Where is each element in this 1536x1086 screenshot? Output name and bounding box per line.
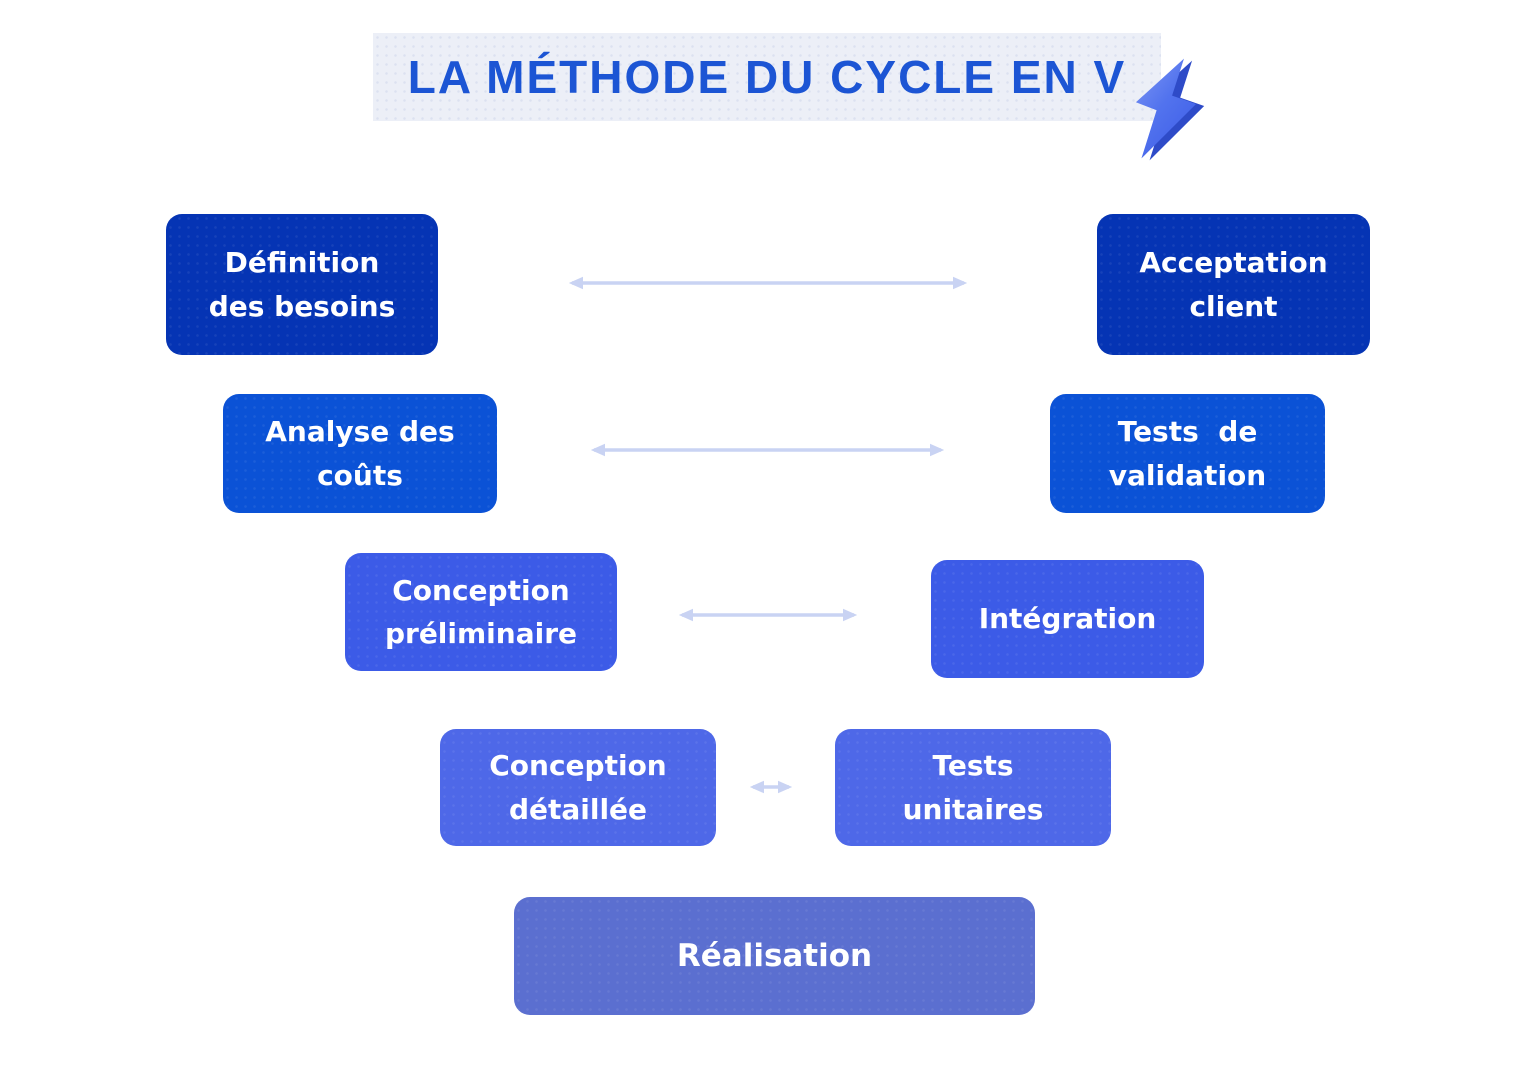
stage-label-line: Intégration [978,602,1157,636]
title-banner: LA MÉTHODE DU CYCLE EN V [373,33,1161,121]
stage-label-line: Conception [489,749,667,783]
stage-label-line: client [1189,289,1278,323]
stage-label-line: Tests de [1117,415,1258,449]
stage-label-line: Tests [932,749,1014,783]
stage-label-line: validation [1108,458,1267,492]
stage-label-line: Analyse des [265,415,455,449]
stage-label-line: Acceptation [1139,246,1328,280]
stage-conception-detaillee: Conception détaillée [440,729,716,846]
stage-label-line: Réalisation [676,937,873,974]
stage-label-line: Conception [392,573,570,607]
stage-definition-des-besoins: Définition des besoins [166,214,438,355]
stage-label-line: unitaires [902,792,1044,826]
stage-acceptation-client: Acceptation client [1097,214,1370,355]
stage-label-line: préliminaire [384,617,578,650]
stage-tests-de-validation: Tests de validation [1050,394,1325,513]
lightning-bolt-icon [1135,58,1205,161]
stage-analyse-des-couts: Analyse des coûts [223,394,497,513]
stage-conception-preliminaire: Conception préliminaire [345,553,617,671]
stage-label-line: Définition [224,246,380,280]
stage-tests-unitaires: Tests unitaires [835,729,1111,846]
stage-realisation: Réalisation [514,897,1035,1015]
stage-label-line: détaillée [508,792,648,826]
stage-integration: Intégration [931,560,1204,678]
stage-label-line: des besoins [208,289,396,323]
stage-label-line: coûts [317,458,403,492]
page-title: LA MÉTHODE DU CYCLE EN V [407,51,1127,103]
